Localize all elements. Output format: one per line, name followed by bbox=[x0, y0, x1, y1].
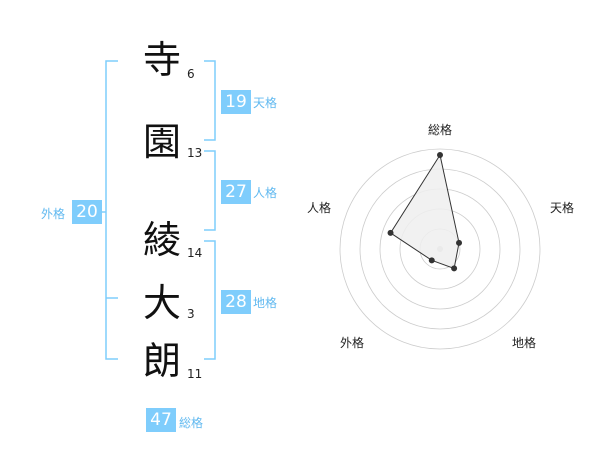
radar-label-soukaku: 総格 bbox=[427, 123, 452, 137]
radar-point-2 bbox=[456, 239, 463, 246]
radar-grid-ring bbox=[339, 148, 541, 350]
tenkaku-score: 19 bbox=[221, 90, 251, 114]
jinkaku-score: 27 bbox=[221, 180, 251, 204]
radar-chart bbox=[339, 148, 541, 350]
radar-label-jinkaku: 人格 bbox=[306, 201, 331, 215]
name-char-2: 園 bbox=[142, 120, 181, 164]
chikaku-score: 28 bbox=[221, 290, 251, 314]
tenkaku-bracket bbox=[204, 60, 216, 141]
jinkaku-bracket bbox=[204, 150, 216, 231]
radar-polygon bbox=[389, 153, 460, 270]
radar-label-chikaku: 地格 bbox=[511, 336, 536, 350]
soukaku-label: 総格 bbox=[179, 416, 204, 430]
radar-point-4 bbox=[428, 257, 435, 264]
name-char-4: 大 bbox=[142, 281, 181, 325]
tenkaku-label: 天格 bbox=[253, 96, 278, 110]
gaikaku-score: 20 bbox=[72, 200, 102, 224]
name-char-1: 寺 bbox=[142, 38, 181, 82]
gaikaku-label: 外格 bbox=[41, 207, 66, 221]
radar-point-3 bbox=[451, 265, 458, 272]
radar-label-tenkaku: 天格 bbox=[549, 201, 574, 215]
radar-label-gaikaku: 外格 bbox=[339, 336, 364, 350]
chikaku-bracket bbox=[204, 240, 216, 360]
stroke-count-4: 3 bbox=[187, 307, 195, 321]
gaikaku-bracket bbox=[100, 60, 118, 360]
radar-point-5 bbox=[387, 229, 394, 236]
soukaku-score: 47 bbox=[146, 408, 176, 432]
stroke-count-3: 14 bbox=[187, 246, 203, 260]
name-char-3: 綾 bbox=[142, 218, 181, 262]
stroke-count-2: 13 bbox=[187, 146, 203, 160]
radar-point-1 bbox=[437, 152, 443, 158]
name-char-5: 朗 bbox=[142, 339, 181, 383]
stroke-count-1: 6 bbox=[187, 67, 195, 81]
stroke-count-5: 11 bbox=[187, 367, 203, 381]
jinkaku-label: 人格 bbox=[253, 186, 278, 200]
chikaku-label: 地格 bbox=[253, 296, 278, 310]
